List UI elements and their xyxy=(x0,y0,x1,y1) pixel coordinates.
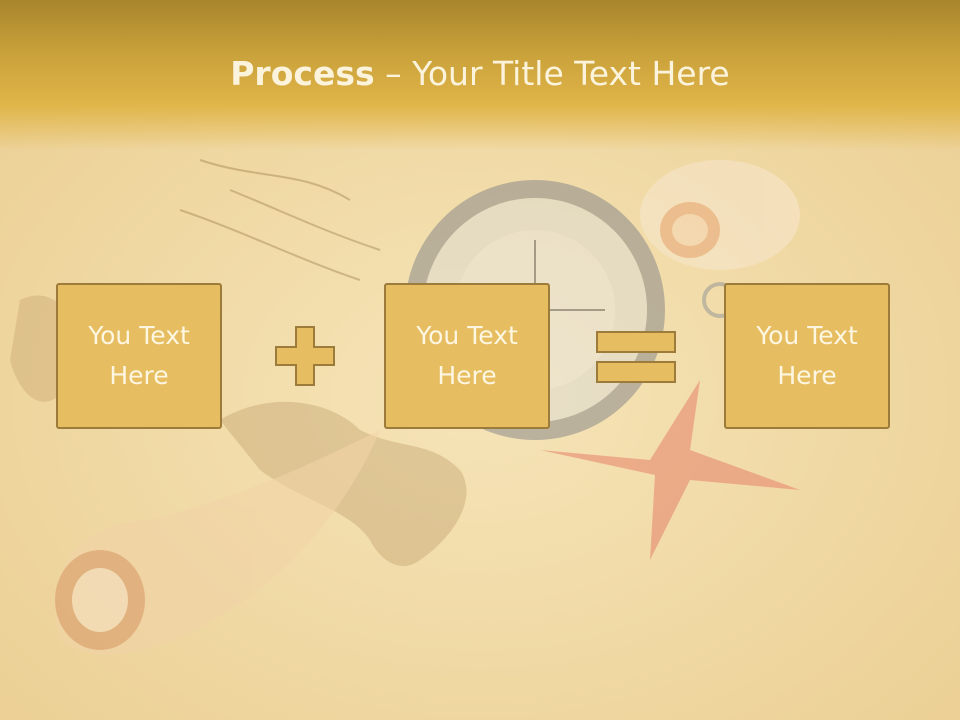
process-box-2[interactable]: You Text Here xyxy=(384,283,550,429)
title-bold: Process xyxy=(230,54,375,93)
shell-illustration-top xyxy=(640,160,800,270)
shell-illustration-bottom xyxy=(55,430,380,655)
process-box-1-text: You Text Here xyxy=(88,321,190,390)
starfish-illustration xyxy=(540,380,800,560)
process-box-2-text: You Text Here xyxy=(416,321,518,390)
title-rest: – Your Title Text Here xyxy=(374,54,730,93)
process-box-3-text: You Text Here xyxy=(756,321,858,390)
equals-icon xyxy=(596,331,676,383)
plus-icon xyxy=(275,326,335,386)
process-box-1[interactable]: You Text Here xyxy=(56,283,222,429)
process-box-3[interactable]: You Text Here xyxy=(724,283,890,429)
title-bar xyxy=(0,0,960,150)
slide-title: Process – Your Title Text Here xyxy=(0,52,960,96)
